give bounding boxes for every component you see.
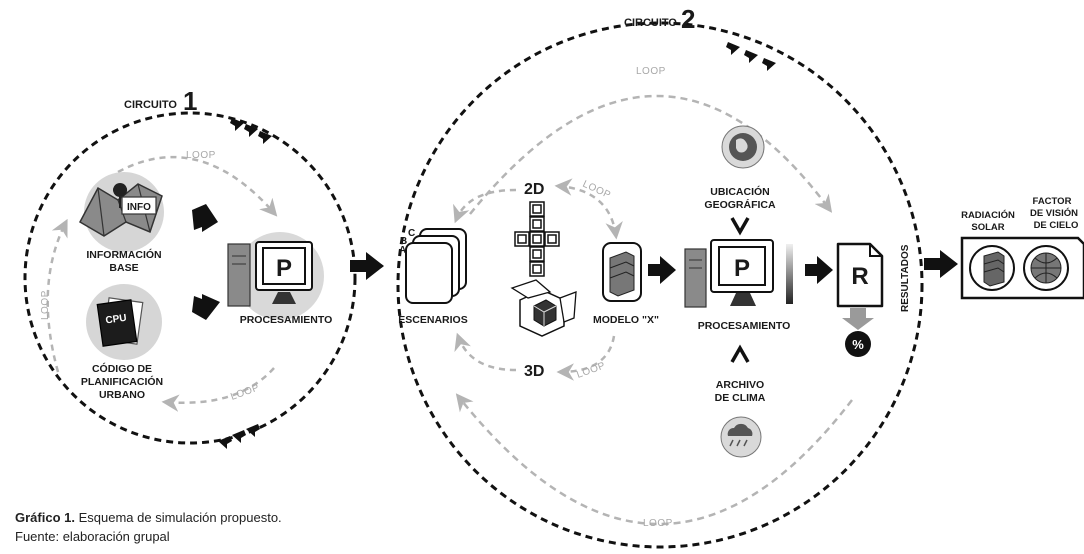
model-x-building-icon xyxy=(602,242,642,302)
cloud-rain-icon xyxy=(720,416,762,458)
label-2d: 2D xyxy=(524,181,544,198)
radiation-label-line2: SOLAR xyxy=(971,222,1004,233)
sky-view-label-line3: DE CIELO xyxy=(1034,220,1079,231)
climate-label-line2: DE CLIMA xyxy=(715,392,766,404)
circuit-2-ring xyxy=(396,21,924,549)
figure-caption: Gráfico 1. Esquema de simulación propues… xyxy=(15,508,282,546)
arrow-location-down xyxy=(730,217,750,236)
processing-letter-1: P xyxy=(276,255,292,282)
circuit-2-loop-top-arrow xyxy=(469,94,833,215)
circuit-2: CIRCUITO 2 LOOP LOOP A B C ESCENARIOS 2D xyxy=(396,4,924,549)
circuit-1-loop-left-arrow xyxy=(46,218,68,373)
percent-badge xyxy=(845,331,871,357)
scenario-letter-a: A xyxy=(399,245,406,256)
processing-letter-2: P xyxy=(734,255,750,282)
base-information-label-line1: INFORMACIÓN xyxy=(86,248,161,261)
caption-bold: Gráfico 1. xyxy=(15,510,75,525)
urban-planning-code-book-icon: CPU xyxy=(86,284,162,360)
results-letter: R xyxy=(851,263,868,290)
location-label-line1: UBICACIÓN xyxy=(710,185,770,198)
results-label: RESULTADOS xyxy=(900,244,911,312)
percent-symbol: % xyxy=(852,337,864,352)
loop-3d-label: LOOP xyxy=(575,360,607,381)
climate-label-line1: ARCHIVO xyxy=(716,379,764,391)
solar-radiation-building-icon xyxy=(969,245,1015,291)
circuit-2-number: 2 xyxy=(681,4,695,34)
circuit-1-loop-left-label: LOOP xyxy=(40,290,51,320)
circuit-2-loop-top-label: LOOP xyxy=(636,66,666,77)
scenario-letter-b: B xyxy=(400,236,407,247)
cpu-tag: CPU xyxy=(105,313,127,327)
arrow-processing-to-results xyxy=(805,256,833,284)
circuit-1-title: CIRCUITO xyxy=(124,99,177,111)
arrow-climate-up xyxy=(730,344,750,363)
loop-2d-label: LOOP xyxy=(581,179,613,202)
results-document-icon: R xyxy=(836,242,884,308)
circuit-1-loop-top-label: LOOP xyxy=(186,150,216,161)
radiation-label-line1: RADIACIÓN xyxy=(961,209,1015,221)
arrow-circuit2-to-outputs xyxy=(924,250,958,278)
gradient-scale-bar xyxy=(786,244,793,304)
circuit-2-loop-bottom-label: LOOP xyxy=(643,518,673,529)
arrow-code-to-processing xyxy=(192,294,220,320)
arrow-circuit1-to-circuit2 xyxy=(350,252,384,280)
sky-view-label-line2: DE VISIÓN xyxy=(1030,207,1078,219)
caption-title: Gráfico 1. Esquema de simulación propues… xyxy=(15,508,282,527)
circuit-1-ring xyxy=(23,111,357,445)
caption-text: Esquema de simulación propuesto. xyxy=(78,510,282,525)
scenarios-stack-icon xyxy=(405,228,467,304)
label-3d: 3D xyxy=(524,363,544,380)
processing-label-2: PROCESAMIENTO xyxy=(698,320,791,332)
circuit-1: CIRCUITO 1 LOOP LOOP LOOP INFO INFORMACI… xyxy=(23,86,384,449)
loop-3d-scenarios-arrow xyxy=(454,332,517,372)
location-label-line2: GEOGRÁFICA xyxy=(704,198,776,211)
arrow-results-down xyxy=(842,308,874,330)
base-information-label-line2: BASE xyxy=(109,262,138,274)
circuit-2-direction-arrows xyxy=(726,42,776,71)
sky-view-label-line1: FACTOR xyxy=(1033,196,1072,207)
circuit-2-title: CIRCUITO xyxy=(624,17,677,29)
info-tag: INFO xyxy=(127,202,151,213)
circuit-2-loop-bottom-arrow xyxy=(455,393,853,526)
circuit-1-direction-arrows-bottom xyxy=(218,424,260,449)
arrow-info-to-processing xyxy=(192,204,218,232)
processing-computer-icon-1: P xyxy=(227,232,324,320)
sky-view-dome-icon xyxy=(1023,245,1069,291)
caption-source: Fuente: elaboración grupal xyxy=(15,529,170,544)
model-x-label: MODELO "X" xyxy=(593,314,659,326)
arrow-model-to-processing xyxy=(648,256,676,284)
circuit-1-loop-bottom-arrow xyxy=(161,367,275,412)
circuit-1-direction-arrows-top xyxy=(230,118,272,144)
scenarios-label: ESCENARIOS xyxy=(398,314,467,326)
circuit-1-number: 1 xyxy=(183,86,197,116)
3d-cube-icon xyxy=(510,279,577,337)
outputs-panel: RADIACIÓN SOLAR FACTOR DE VISIÓN DE CIEL… xyxy=(960,196,1084,300)
urban-planning-code-label-line1: CÓDIGO DE xyxy=(92,362,152,375)
processing-label-1: PROCESAMIENTO xyxy=(240,314,333,326)
urban-planning-code-label-line2: PLANIFICACIÓN xyxy=(81,375,163,388)
globe-icon xyxy=(721,125,765,169)
base-information-map-icon: INFO xyxy=(79,172,164,252)
circuit-1-loop-bottom-label: LOOP xyxy=(229,382,261,403)
2d-unfolded-plan-icon xyxy=(514,201,560,277)
urban-planning-code-label-line3: URBANO xyxy=(99,389,145,401)
scenario-letter-c: C xyxy=(408,228,415,239)
processing-computer-icon-2: P xyxy=(684,239,774,308)
